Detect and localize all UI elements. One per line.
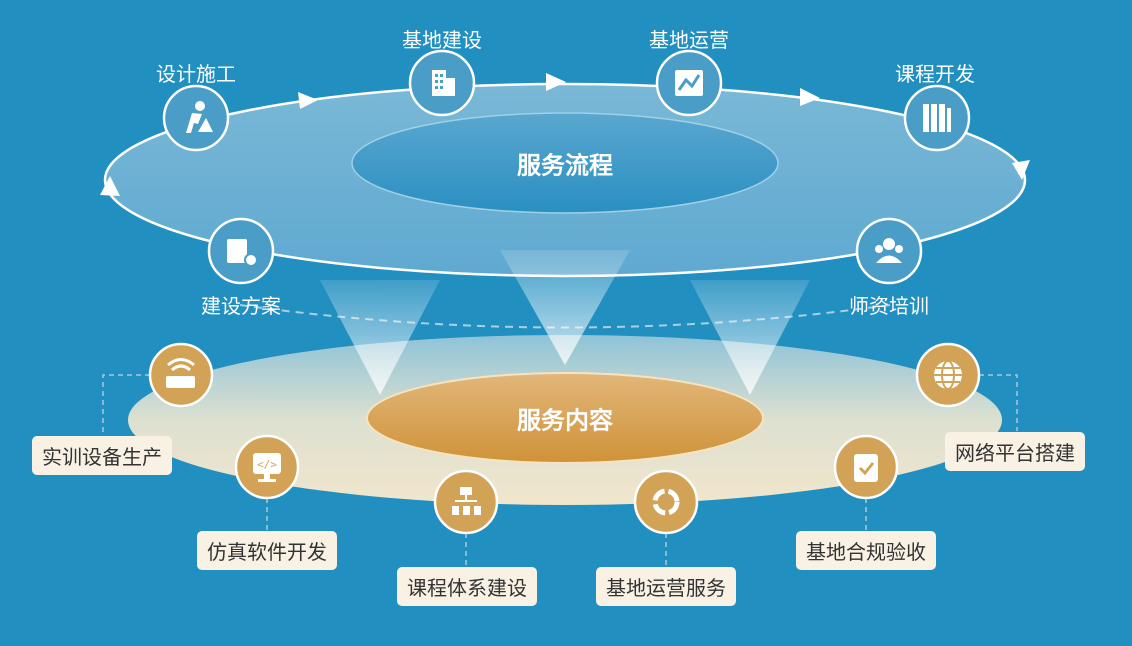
code-monitor-icon: </> [253, 453, 281, 482]
cycle-icon [652, 488, 680, 516]
item-circle [633, 469, 699, 535]
item-circle [148, 342, 214, 408]
item-label: 课程体系建设 [397, 567, 537, 606]
step-label: 师资培训 [849, 294, 929, 318]
content-title: 服务内容 [517, 406, 613, 435]
funnel-arrows [320, 250, 810, 395]
step-circle [855, 217, 923, 285]
item-label: 基地合规验收 [796, 531, 936, 570]
step-label: 建设方案 [201, 294, 281, 318]
router-icon [166, 358, 195, 388]
process-center [351, 112, 779, 214]
step-label: 设计施工 [156, 62, 236, 86]
team-icon [875, 238, 903, 263]
step-label: 基地运营 [649, 28, 729, 52]
step-label: 基地建设 [402, 28, 482, 52]
books-icon [923, 104, 951, 132]
globe-icon [934, 360, 962, 390]
connector-lines [102, 374, 1018, 567]
content-center [366, 372, 764, 464]
clipboard-check-icon [854, 454, 878, 482]
item-label: 仿真软件开发 [197, 531, 337, 570]
hierarchy-icon [452, 487, 481, 515]
item-label: 实训设备生产 [32, 436, 172, 475]
flow-arrows [100, 73, 1030, 196]
svg-text:</>: </> [257, 458, 277, 471]
document-gear-icon [227, 239, 258, 267]
item-label: 网络平台搭建 [945, 432, 1085, 471]
chart-icon [675, 70, 703, 96]
item-label: 基地运营服务 [596, 567, 736, 606]
process-title: 服务流程 [517, 151, 613, 180]
worker-icon [186, 101, 213, 133]
step-label: 课程开发 [895, 62, 975, 86]
building-icon [432, 70, 455, 96]
